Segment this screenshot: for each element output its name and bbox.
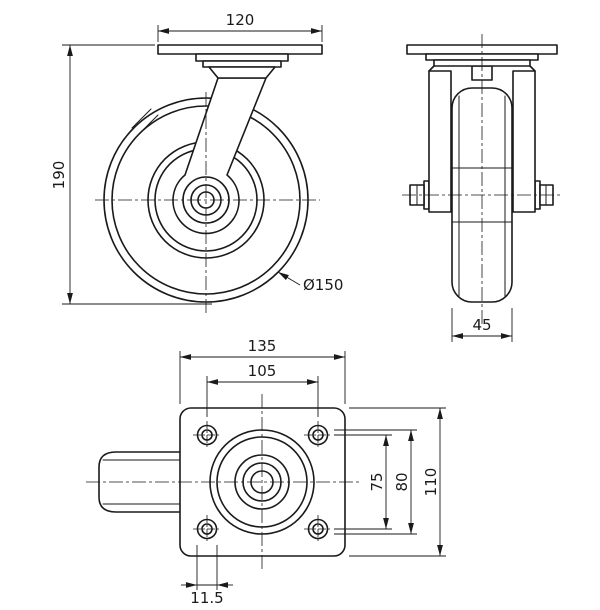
swivel-fork-side xyxy=(172,77,267,235)
dim-wheel-diameter: Ø150 xyxy=(277,271,343,294)
hole-spacing-x-label: 105 xyxy=(248,362,277,380)
plate-depth-label: 110 xyxy=(422,468,440,497)
dim-plate-length: 135 xyxy=(179,337,346,404)
swivel-fork-front xyxy=(428,65,536,213)
dim-hole-spacing-x: 105 xyxy=(206,362,319,417)
tire-hatch-mark xyxy=(131,108,152,129)
side-view: 120 190 Ø150 xyxy=(50,11,343,314)
top-plate-side xyxy=(157,44,323,55)
fork-leg-left xyxy=(428,70,452,213)
plate-width-label: 120 xyxy=(226,11,255,29)
dim-plate-depth: 110 xyxy=(349,407,446,557)
dim-overall-height: 190 xyxy=(50,44,212,305)
plate-length-label: 135 xyxy=(248,337,277,355)
dim-wheel-width: 45 xyxy=(451,308,513,342)
dim-hole-spacing-y: 75 xyxy=(334,434,392,530)
bolt-hole xyxy=(304,515,332,543)
fork-shoulder-left xyxy=(428,65,435,72)
dim-plate-width: 120 xyxy=(157,11,323,42)
bolt-hole xyxy=(193,515,221,543)
bolt-hole xyxy=(193,421,221,449)
dim-hole-diameter: 11.5 xyxy=(181,545,233,607)
bolt-holes xyxy=(193,421,332,543)
swivel-race-lower xyxy=(202,60,282,68)
dim-slot-spacing-y: 80 xyxy=(334,429,417,535)
front-view: 45 xyxy=(402,34,560,342)
swivel-race-upper xyxy=(195,53,289,62)
leader-line xyxy=(277,271,301,286)
hole-diameter-label: 11.5 xyxy=(190,589,223,607)
slot-spacing-y-label: 80 xyxy=(393,472,411,491)
swivel-neck xyxy=(208,66,276,79)
top-view: 135 105 75 80 110 xyxy=(86,337,446,607)
overall-height-label: 190 xyxy=(50,161,68,190)
mounting-plate-side xyxy=(157,44,323,79)
wheel-diameter-label: Ø150 xyxy=(303,276,343,294)
bolt-hole xyxy=(304,421,332,449)
wheel-width-label: 45 xyxy=(472,316,491,334)
hole-spacing-y-label: 75 xyxy=(368,472,386,491)
tire-hatch-mark xyxy=(138,114,159,135)
fork-shoulder-right xyxy=(529,65,536,72)
fork-leg-right xyxy=(512,70,536,213)
